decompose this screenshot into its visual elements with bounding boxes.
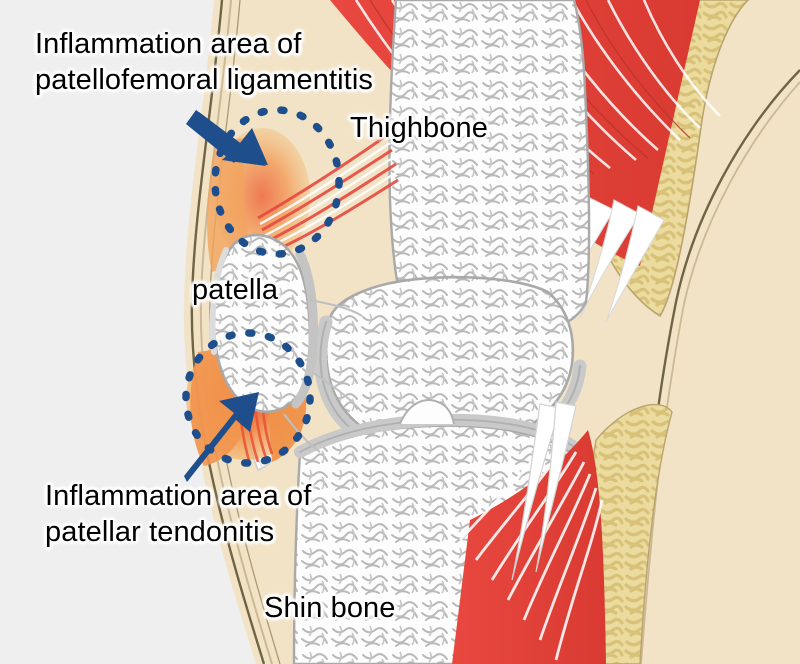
calf-muscle (452, 401, 606, 664)
patellar-tendonitis-circle (182, 329, 314, 467)
calf-tendon (511, 401, 577, 581)
patellofemoral-ligament (257, 134, 399, 254)
patellofemoral-inflammation-circle (211, 106, 343, 258)
patella-bone (209, 233, 318, 413)
patellar-tendon-arrow (184, 392, 259, 482)
patellofemoral-arrow (186, 110, 268, 166)
